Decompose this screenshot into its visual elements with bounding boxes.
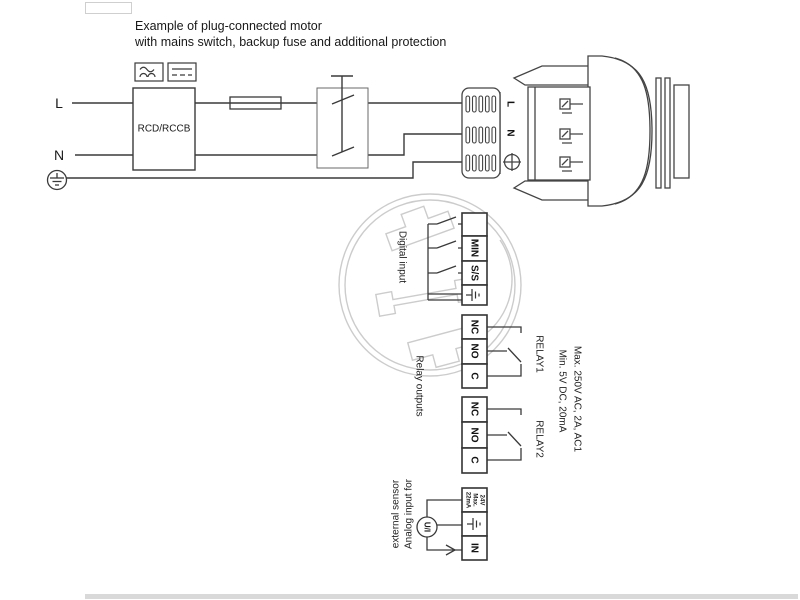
analog-input-label-line2: external sensor	[390, 479, 402, 549]
double-pole-switch-icon	[316, 75, 369, 169]
digital-earth-icon	[466, 289, 480, 301]
terminal-box-relay1-no	[461, 338, 488, 365]
terminal-box-relay1-c	[461, 363, 488, 389]
relay-rating-max-label: Max. 250V AC, 2A, AC1	[571, 345, 583, 453]
rcd-type-dc-icon	[167, 62, 197, 82]
terminal-label-min: MIN	[468, 238, 480, 258]
terminal-box-analog-earth	[461, 511, 488, 537]
plug-earth-icon	[503, 153, 521, 171]
mains-l-label: L	[55, 95, 63, 111]
sensor-ui-label: U/I	[422, 521, 432, 533]
relay1-no-label: NO	[468, 343, 480, 359]
analog-input-label-line1: Analog input for	[403, 478, 415, 550]
analog-supply-label: 24V Max. 22mA	[464, 491, 485, 509]
watermark-logo-icon	[338, 193, 522, 377]
terminal-box-24v	[461, 487, 488, 513]
digital-input-wires	[427, 216, 462, 301]
analog-input-wires	[416, 499, 462, 556]
relay2-no-label: NO	[468, 427, 480, 443]
relay2-name-label: RELAY2	[533, 420, 545, 458]
terminal-box-relay2-c	[461, 447, 488, 474]
plug-l-label: L	[504, 100, 516, 108]
relay2-contact-icon	[487, 408, 522, 461]
earth-ground-icon	[46, 169, 68, 191]
terminal-box-in	[461, 535, 488, 561]
mains-n-label: N	[53, 147, 65, 163]
relay1-nc-label: NC	[468, 319, 480, 335]
relay1-name-label: RELAY1	[533, 335, 545, 373]
rcd-rccb-label: RCD/RCCB	[137, 123, 191, 135]
fuse-icon	[229, 96, 282, 110]
terminal-box-blank	[461, 212, 488, 237]
rcd-rccb-box	[132, 87, 196, 171]
plug-n-label: N	[504, 129, 516, 137]
digital-input-section-label: Digital input	[396, 230, 408, 284]
relay2-c-label: C	[468, 456, 480, 464]
relay-outputs-section-label: Relay outputs	[413, 355, 425, 417]
relay1-c-label: C	[468, 372, 480, 380]
terminal-box-relay1-nc	[461, 314, 488, 340]
page-corner-mark	[85, 2, 132, 14]
terminal-label-ss: S/S	[468, 264, 480, 282]
relay1-contact-icon	[487, 326, 522, 377]
mains-wires	[66, 102, 462, 179]
terminal-box-min	[461, 235, 488, 262]
sensor-circle-icon	[416, 516, 438, 538]
terminal-box-earth	[461, 284, 488, 306]
plug-illustration	[461, 55, 690, 207]
relay-rating-min-label: Min. 5V DC, 20mA	[556, 349, 568, 433]
terminal-box-relay2-no	[461, 421, 488, 449]
relay2-nc-label: NC	[468, 401, 480, 417]
diagram-title-line1: Example of plug-connected motor	[135, 19, 322, 33]
diagram-title-line2: with mains switch, backup fuse and addit…	[135, 35, 447, 49]
rcd-type-a-icon	[134, 62, 164, 82]
analog-in-label: IN	[468, 543, 480, 553]
terminal-boxes	[461, 212, 488, 561]
terminal-box-relay2-nc	[461, 396, 488, 423]
analog-earth-icon	[467, 518, 481, 530]
page-bottom-bar	[85, 594, 798, 599]
